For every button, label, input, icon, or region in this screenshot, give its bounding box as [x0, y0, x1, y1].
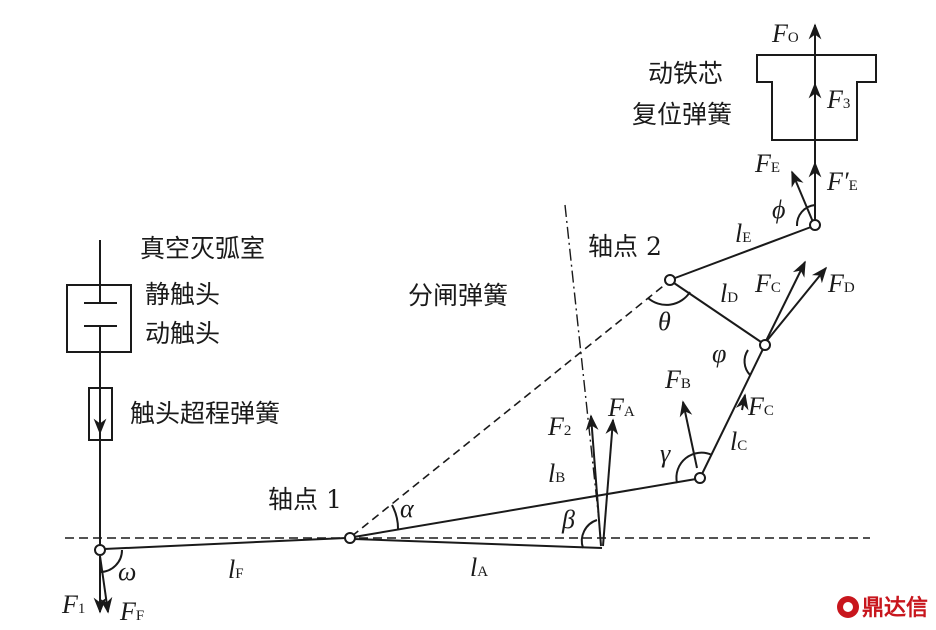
label-moving-contact: 动触头	[145, 319, 220, 348]
vacuum-interrupter-assembly	[66, 240, 132, 545]
label-alpha: α	[400, 494, 415, 523]
link-lB	[353, 478, 697, 538]
label-theta: θ	[658, 307, 671, 336]
svg-text:鼎达信: 鼎达信	[862, 595, 928, 621]
label-lA: lA	[470, 553, 488, 582]
angle-arcs	[99, 204, 816, 573]
label-FD: FD	[827, 269, 855, 298]
label-armature: 动铁芯	[648, 59, 723, 88]
label-FC: FC	[747, 392, 774, 421]
label-FC-top: FC	[754, 269, 781, 298]
link-lF	[103, 537, 347, 550]
label-lD: lD	[720, 279, 738, 308]
label-static-contact: 静触头	[145, 280, 220, 309]
label-FE-prime: F′E	[826, 167, 858, 196]
label-pivot-2: 轴点 2	[588, 232, 662, 261]
label-lC: lC	[730, 427, 747, 456]
label-FB: FB	[664, 365, 691, 394]
spring-axis-dashdot	[564, 204, 601, 531]
label-vacuum-chamber: 真空灭弧室	[140, 234, 265, 263]
pivot-connection-dashed	[351, 282, 668, 537]
label-F1: F1	[61, 590, 85, 619]
link-lC	[701, 348, 764, 475]
label-FA: FA	[607, 393, 635, 422]
label-FE: FE	[754, 149, 780, 178]
link-lD	[673, 282, 762, 343]
label-lF: lF	[228, 555, 244, 584]
label-beta: β	[561, 505, 575, 534]
link-lA	[353, 538, 603, 549]
link-lE	[674, 226, 812, 279]
force-arrows	[93, 170, 828, 614]
label-F2: F2	[547, 412, 571, 441]
label-F3: F3	[826, 85, 850, 114]
label-varphi: φ	[712, 339, 726, 368]
label-phi: ϕ	[772, 195, 785, 224]
label-omega: ω	[118, 557, 136, 586]
label-reset-spring: 复位弹簧	[632, 100, 732, 129]
label-lE: lE	[735, 219, 751, 248]
armature-block	[756, 54, 877, 141]
watermark-logo: 鼎达信	[837, 595, 928, 621]
label-pivot-1: 轴点 1	[268, 485, 342, 514]
label-lB: lB	[548, 459, 565, 488]
label-overtravel-spring: 触头超程弹簧	[130, 399, 280, 428]
label-FF: FF	[119, 597, 144, 626]
pivot-circles	[94, 219, 821, 556]
label-opening-spring: 分闸弹簧	[408, 281, 508, 310]
label-FO: FO	[771, 19, 799, 48]
label-gamma: γ	[660, 439, 671, 468]
